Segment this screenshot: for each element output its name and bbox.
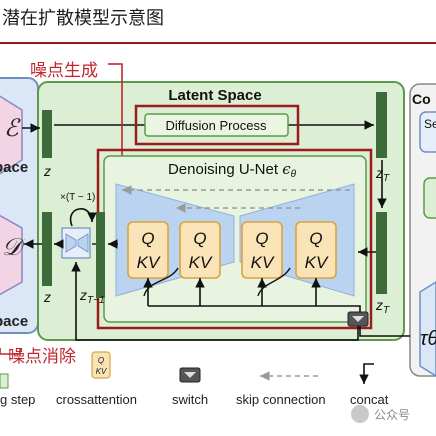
zT-bar-right bbox=[376, 212, 387, 294]
semantic-map-box bbox=[419, 111, 436, 153]
page-title: 潜在扩散模型示意图 bbox=[2, 8, 164, 29]
latent-space-title: Latent Space bbox=[168, 87, 261, 104]
mini-funnel-left bbox=[65, 233, 77, 253]
qkv-block-2-kv: KV bbox=[189, 253, 213, 272]
noise-remove-note: 噪点消除 bbox=[8, 347, 76, 367]
z-bar-top bbox=[42, 110, 52, 158]
title-divider bbox=[0, 42, 436, 44]
legend-denoise-swatch bbox=[0, 373, 9, 389]
legend: g step Q KV crossattention switch skip c… bbox=[0, 351, 389, 407]
switch-return-path bbox=[71, 262, 359, 341]
legend-mini-q: Q bbox=[98, 356, 104, 365]
tau-encoder-shape bbox=[419, 281, 436, 377]
qkv-block-2-q: Q bbox=[193, 229, 206, 248]
watermark-icon bbox=[351, 405, 369, 423]
watermark-text: 公众号 bbox=[374, 408, 410, 422]
switch-icon-mark bbox=[352, 316, 364, 322]
zT-bar-top bbox=[376, 92, 387, 158]
legend-concat-line bbox=[359, 363, 374, 384]
legend-switch-mark bbox=[184, 372, 196, 378]
text-box bbox=[423, 177, 436, 219]
qkv-block-4-q: Q bbox=[309, 229, 322, 248]
mini-funnel-right bbox=[77, 233, 89, 253]
flow-curve-2 bbox=[257, 267, 291, 297]
pixel-space-label-bottom: pace bbox=[0, 313, 28, 330]
qkv-block-3-q: Q bbox=[255, 229, 268, 248]
tau-label: τθ bbox=[420, 328, 436, 350]
legend-crossattention-label: crossattention bbox=[56, 392, 137, 407]
semantic-map-label: Se bbox=[424, 117, 436, 131]
diffusion-process-highlight bbox=[134, 104, 300, 146]
z-bar-bottom bbox=[42, 212, 52, 286]
loop-arrow bbox=[69, 208, 97, 227]
qkv-block-4-kv: KV bbox=[305, 253, 329, 272]
legend-skip-label: skip connection bbox=[236, 392, 326, 407]
legend-denoise-label: g step bbox=[0, 392, 35, 407]
qkv-block-1-kv: KV bbox=[137, 253, 161, 272]
qkv-block-3-kv: KV bbox=[251, 253, 275, 272]
z-label-bottom: z bbox=[43, 289, 51, 305]
encoder-symbol: ℰ bbox=[4, 115, 21, 142]
noise-remove-path bbox=[0, 348, 21, 355]
legend-switch-label: switch bbox=[172, 392, 208, 407]
legend-crossattention-swatch bbox=[91, 351, 111, 379]
diffusion-process-label: Diffusion Process bbox=[166, 118, 267, 133]
encoder-shape bbox=[0, 95, 23, 175]
diffusion-process-box bbox=[144, 113, 289, 137]
legend-concat-label: concat bbox=[350, 392, 389, 407]
loop-label: ×(T − 1) bbox=[60, 192, 95, 203]
pixel-space-label-top: pace bbox=[0, 159, 28, 176]
noise-generate-note: 噪点生成 bbox=[30, 61, 98, 81]
zT1-bar bbox=[96, 212, 105, 298]
legend-mini-kv: KV bbox=[96, 367, 107, 376]
qkv-block-1-q: Q bbox=[141, 229, 154, 248]
z-label-top: z bbox=[43, 163, 51, 179]
flow-curve-1 bbox=[143, 267, 179, 297]
unet-title: Denoising U-Net ϵθ bbox=[168, 160, 297, 180]
decoder-shape bbox=[0, 214, 23, 296]
conditioning-label: Co bbox=[412, 91, 431, 107]
qkv-block-group: Q KV Q KV Q KV Q KV bbox=[127, 221, 337, 279]
